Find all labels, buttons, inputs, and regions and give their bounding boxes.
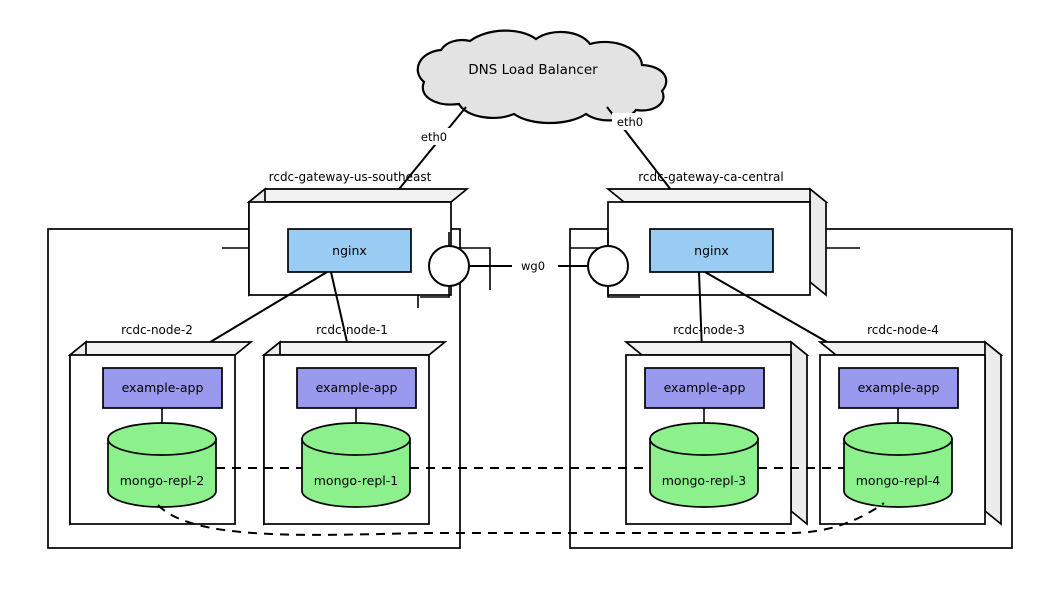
wg0-label: wg0 [521, 259, 545, 273]
eth0-left-label-backdrop [416, 128, 452, 145]
node-rcdc-node-3-db-top [649, 422, 759, 456]
node-rcdc-node-4-app-label: example-app [858, 380, 940, 395]
gateway-us-southeast-right-port [451, 247, 491, 290]
gateway-us-southeast[interactable]: rcdc-gateway-us-southeast nginx [246, 170, 470, 297]
node-rcdc-node-1[interactable]: rcdc-node-1 example-app mongo-repl-1 [261, 323, 448, 526]
node-rcdc-node-3-top-face [623, 341, 810, 356]
node-rcdc-node-4-side-face [984, 340, 1002, 526]
gateway-us-southeast-label: rcdc-gateway-us-southeast [269, 170, 432, 184]
node-rcdc-node-4-db-cylinder[interactable]: mongo-repl-4 [843, 422, 953, 508]
node-rcdc-node-4-label: rcdc-node-4 [867, 323, 939, 337]
wg0-endpoint-right[interactable] [587, 245, 629, 287]
gateway-ca-central-side-face [809, 187, 827, 297]
gateway-ca-central-nginx-label: nginx [694, 243, 729, 258]
node-rcdc-node-1-db-label: mongo-repl-1 [314, 473, 399, 488]
node-rcdc-node-4-app-box[interactable] [838, 367, 959, 409]
node-rcdc-node-2-db-label: mongo-repl-2 [120, 473, 205, 488]
node-rcdc-node-2-app-box[interactable] [102, 367, 223, 409]
node-rcdc-node-1-label: rcdc-node-1 [316, 323, 388, 337]
node-rcdc-node-2-top-face [67, 341, 254, 356]
gateway-us-southeast-top-face [246, 188, 470, 203]
wg0-endpoint-left-bottom-stub [420, 286, 450, 298]
node-rcdc-node-2-db-cylinder[interactable]: mongo-repl-2 [107, 422, 217, 508]
eth0-right-label-backdrop [612, 113, 648, 130]
gateway-us-southeast-nginx-label: nginx [332, 243, 367, 258]
wg0-endpoint-right-bottom-stub [607, 286, 640, 298]
gateway-ca-central-top-face [605, 188, 829, 203]
eth0-left-label: eth0 [421, 130, 447, 144]
node-rcdc-node-3[interactable]: rcdc-node-3 example-app mongo-repl-3 [623, 323, 810, 526]
node-rcdc-node-3-db-label: mongo-repl-3 [662, 473, 747, 488]
wg0-label-backdrop [512, 257, 554, 275]
gateway-ca-central-label: rcdc-gateway-ca-central [638, 170, 783, 184]
node-rcdc-node-2-label: rcdc-node-2 [121, 323, 193, 337]
node-rcdc-node-1-db-body [301, 438, 411, 508]
node-rcdc-node-4-db-label: mongo-repl-4 [856, 473, 941, 488]
node-rcdc-node-1-db-top [301, 422, 411, 456]
node-rcdc-node-3-app-label: example-app [664, 380, 746, 395]
node-rcdc-node-3-db-body [649, 438, 759, 508]
eth0-right-label: eth0 [617, 115, 643, 129]
node-rcdc-node-3-app-box[interactable] [644, 367, 765, 409]
node-rcdc-node-4-db-top [843, 422, 953, 456]
node-rcdc-node-2-app-label: example-app [122, 380, 204, 395]
node-rcdc-node-2-db-body [107, 438, 217, 508]
node-rcdc-node-4-db-body [843, 438, 953, 508]
node-rcdc-node-4[interactable]: rcdc-node-4 example-app mongo-repl-4 [817, 323, 1004, 526]
dns-load-balancer-cloud: DNS Load Balancer [416, 29, 668, 124]
node-rcdc-node-3-db-cylinder[interactable]: mongo-repl-3 [649, 422, 759, 508]
cloud-label: DNS Load Balancer [468, 62, 598, 78]
node-rcdc-node-1-app-box[interactable] [296, 367, 417, 409]
node-rcdc-node-3-side-face [790, 340, 808, 526]
node-rcdc-node-1-db-cylinder[interactable]: mongo-repl-1 [301, 422, 411, 508]
node-rcdc-node-2-db-top [107, 422, 217, 456]
node-rcdc-node-1-app-label: example-app [316, 380, 398, 395]
node-rcdc-node-1-top-face [261, 341, 448, 356]
node-rcdc-node-2[interactable]: rcdc-node-2 example-app mongo-repl-2 [67, 323, 254, 526]
wg0-endpoint-left[interactable] [428, 245, 470, 287]
gateway-ca-central-nginx-box[interactable] [649, 228, 774, 273]
node-rcdc-node-3-label: rcdc-node-3 [673, 323, 745, 337]
gateway-ca-central[interactable]: rcdc-gateway-ca-central nginx [605, 170, 829, 297]
gateway-us-southeast-nginx-box[interactable] [287, 228, 412, 273]
node-rcdc-node-4-top-face [817, 341, 1004, 356]
